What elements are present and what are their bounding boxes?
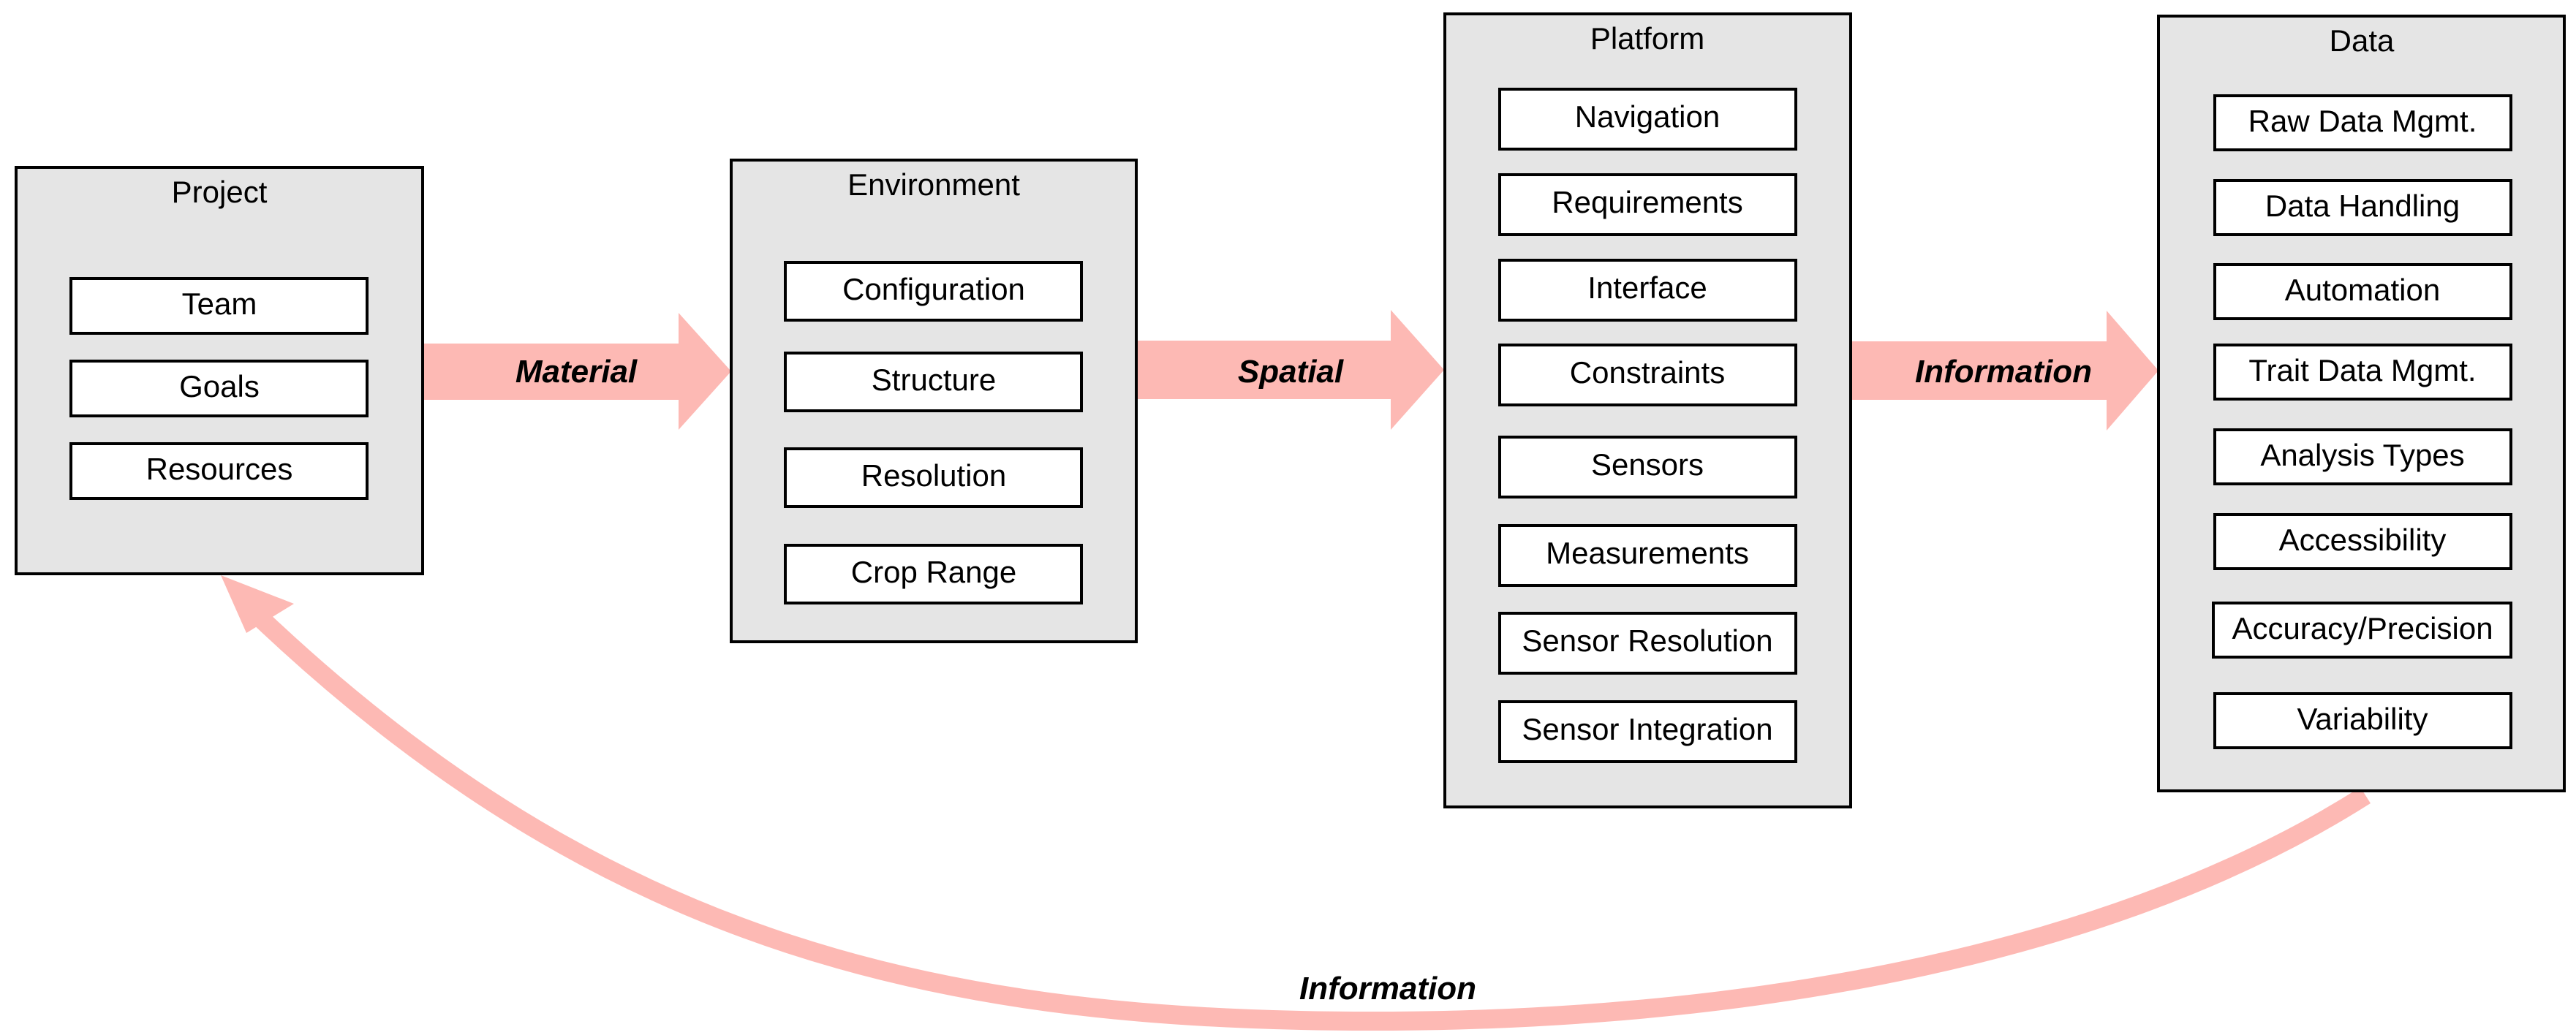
group-title: Environment	[847, 167, 1020, 202]
svg-text:Navigation: Navigation	[1575, 99, 1720, 134]
svg-text:Data Handling: Data Handling	[2265, 189, 2460, 223]
group-data: Data Raw Data Mgmt. Data Handling Automa…	[2157, 15, 2566, 792]
item-box: Navigation	[1498, 88, 1797, 151]
group-project: Project Team Goals Resources	[15, 166, 424, 575]
svg-text:Configuration: Configuration	[842, 272, 1025, 306]
svg-text:Resources: Resources	[146, 452, 293, 486]
svg-text:Accessibility: Accessibility	[2279, 523, 2447, 557]
svg-text:Automation: Automation	[2285, 273, 2440, 307]
item-box: Constraints	[1498, 344, 1797, 406]
svg-text:Requirements: Requirements	[1552, 185, 1742, 219]
item-box: Data Handling	[2213, 179, 2512, 236]
item-box: Analysis Types	[2213, 428, 2512, 485]
item-box: Resolution	[784, 447, 1083, 508]
svg-text:Structure: Structure	[872, 363, 996, 397]
curved-arrow-icon	[246, 603, 2371, 1031]
item-box: Sensor Integration	[1498, 700, 1797, 763]
flow-label-information: Information	[1915, 354, 2092, 390]
item-box: Accessibility	[2213, 513, 2512, 570]
item-box: Accuracy/Precision	[2212, 602, 2512, 659]
flow-label-spatial: Spatial	[1238, 354, 1344, 390]
item-box: Team	[69, 277, 369, 335]
svg-text:Sensors: Sensors	[1591, 447, 1704, 482]
flow-label-material: Material	[515, 354, 638, 390]
group-title: Project	[172, 175, 268, 209]
item-box: Interface	[1498, 259, 1797, 322]
item-box: Goals	[69, 360, 369, 417]
item-box: Sensor Resolution	[1498, 612, 1797, 675]
flow-arrow-spatial	[1136, 310, 1444, 430]
item-box: Sensors	[1498, 436, 1797, 498]
item-box: Automation	[2213, 263, 2512, 320]
item-box: Trait Data Mgmt.	[2213, 344, 2512, 401]
curved-arrow-head	[221, 575, 294, 633]
svg-text:Analysis Types: Analysis Types	[2260, 438, 2464, 472]
item-box: Variability	[2213, 692, 2512, 749]
item-box: Crop Range	[784, 544, 1083, 604]
group-title: Platform	[1590, 21, 1704, 56]
item-box: Requirements	[1498, 173, 1797, 236]
svg-text:Crop Range: Crop Range	[851, 555, 1016, 589]
svg-text:Measurements: Measurements	[1546, 536, 1749, 570]
item-box: Structure	[784, 352, 1083, 412]
svg-text:Accuracy/Precision: Accuracy/Precision	[2232, 611, 2493, 645]
svg-text:Sensor Resolution: Sensor Resolution	[1522, 623, 1772, 658]
svg-text:Sensor Integration: Sensor Integration	[1522, 712, 1772, 746]
item-box: Configuration	[784, 261, 1083, 322]
svg-text:Interface: Interface	[1587, 270, 1707, 305]
group-platform: Platform Navigation Requirements Interfa…	[1443, 12, 1852, 808]
flow-label-feedback-information: Information	[1299, 971, 1476, 1006]
svg-text:Constraints: Constraints	[1570, 355, 1725, 390]
item-box: Raw Data Mgmt.	[2213, 94, 2512, 151]
svg-text:Variability: Variability	[2297, 702, 2428, 736]
flow-arrow-information	[1851, 311, 2158, 431]
feedback-arrow	[221, 575, 2371, 1031]
item-box: Measurements	[1498, 524, 1797, 587]
group-title: Data	[2330, 23, 2395, 58]
svg-text:Trait Data Mgmt.: Trait Data Mgmt.	[2248, 353, 2476, 387]
svg-text:Raw Data Mgmt.: Raw Data Mgmt.	[2248, 104, 2477, 138]
group-environment: Environment Configuration Structure Reso…	[730, 159, 1138, 643]
svg-text:Resolution: Resolution	[861, 458, 1006, 493]
flow-arrow-material	[423, 313, 731, 430]
svg-text:Team: Team	[182, 287, 257, 321]
item-box: Resources	[69, 442, 369, 500]
svg-text:Goals: Goals	[179, 369, 260, 403]
